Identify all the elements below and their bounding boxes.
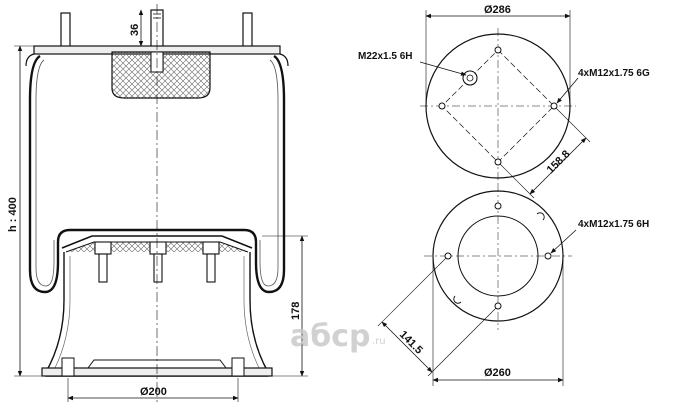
label-air-fitting: M22x1.5 6H: [358, 51, 412, 62]
air-fitting-port: [462, 70, 478, 86]
top-bolt-2: [550, 102, 558, 110]
top-bolt-1: [494, 46, 502, 54]
label-bottom-bolts: 4xM12x1.75 6H: [578, 219, 649, 230]
dim-base-height: 178: [290, 302, 302, 320]
watermark-brand: aбcp: [290, 319, 370, 354]
watermark-suffix: .ru: [372, 336, 386, 347]
bottom-bolt-2: [544, 252, 552, 260]
dim-base-diameter: Ø200: [140, 386, 167, 398]
bottom-bolt-3: [494, 302, 502, 310]
top-bolt-4: [438, 102, 446, 110]
piston-bolt-middle: [149, 241, 167, 283]
top-stud-right: [242, 12, 253, 50]
internal-bumper: [111, 51, 211, 99]
watermark: aбcp .ru: [290, 319, 386, 354]
top-stud-left: [60, 12, 71, 50]
bottom-view: 4xM12x1.75 6H 141.5 Ø260: [377, 184, 649, 386]
dim-overall-height: h : 400: [7, 197, 19, 232]
dim-stud-height: 36: [129, 24, 141, 36]
side-view: 36 h : 400 178 Ø200: [7, 4, 308, 402]
dim-bottom-bolt-spacing: 141.5: [397, 329, 425, 357]
label-top-bolts: 4xM12x1.75 6G: [578, 68, 650, 79]
bottom-bolt-4: [444, 252, 452, 260]
piston-plate: [61, 235, 253, 249]
bottom-bolt-1: [494, 202, 502, 210]
top-bolt-3: [494, 158, 502, 166]
dim-top-diameter: Ø286: [484, 4, 511, 16]
piston-bolt-left: [94, 241, 112, 283]
dim-top-bolt-spacing: 158.8: [545, 148, 573, 176]
piston-bolt-right: [202, 241, 220, 283]
dim-bottom-diameter: Ø260: [484, 367, 511, 379]
top-view: Ø286 M22x1.5 6H 4xM12x1.75 6G 158.8: [358, 4, 650, 199]
